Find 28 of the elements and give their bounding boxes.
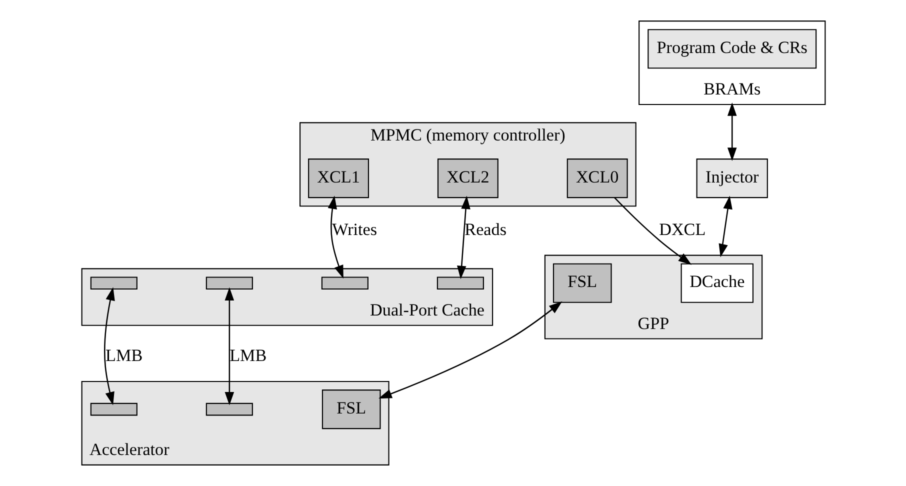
- arrow: [456, 196, 470, 280]
- arrow: [327, 196, 343, 279]
- node-box: XCL0: [566, 158, 628, 198]
- edge-label: LMB: [105, 346, 142, 365]
- arrow: [378, 301, 562, 399]
- arrow: [718, 196, 732, 258]
- node-bar: [90, 276, 137, 290]
- node-bar: [205, 276, 252, 290]
- node-bar: [320, 276, 368, 290]
- node-box: FSL: [321, 390, 380, 430]
- arrow: [104, 287, 114, 406]
- edge-label: LMB: [229, 346, 266, 365]
- node-bar: [205, 402, 252, 416]
- node-box: XCL1: [308, 158, 368, 198]
- arrow: [726, 102, 736, 161]
- arrow: [224, 287, 234, 406]
- node-bar: [90, 402, 137, 416]
- edge-label: DXCL: [658, 220, 706, 239]
- arrow: [614, 197, 692, 265]
- node-bar: [436, 276, 484, 290]
- node-box: Program Code & CRs: [647, 29, 816, 69]
- node-box: DCache: [680, 263, 753, 303]
- node-box: FSL: [552, 263, 612, 303]
- node-box: Injector: [696, 158, 768, 198]
- node-box: XCL2: [436, 158, 498, 198]
- edge-label: Writes: [332, 220, 377, 239]
- cluster: Dual-Port Cache: [80, 268, 493, 326]
- edge-label: Reads: [464, 220, 506, 239]
